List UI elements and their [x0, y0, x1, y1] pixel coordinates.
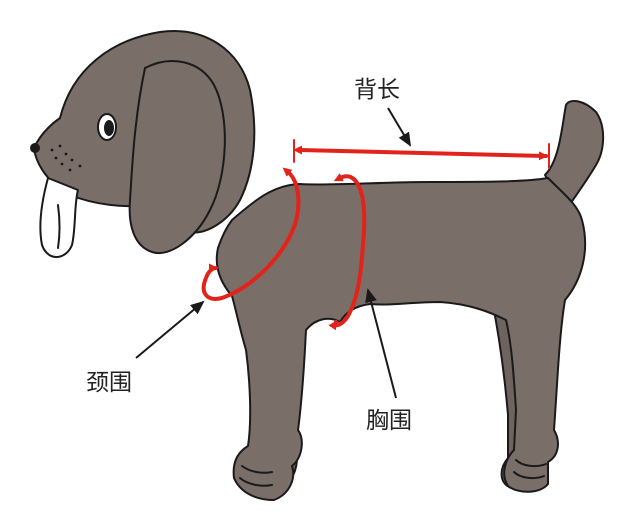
chest-girth-label: 胸围 — [366, 408, 412, 434]
dog-paw-back — [513, 459, 547, 480]
neck-girth-label: 颈围 — [86, 370, 132, 396]
measurement-lines — [201, 139, 550, 331]
back-length-line — [293, 145, 548, 161]
label-pointers — [135, 107, 412, 399]
dog-body — [215, 177, 587, 501]
dog-muzzle-dots — [50, 144, 82, 172]
neck-girth-loop — [201, 167, 301, 301]
back-length-label: 背长 — [354, 77, 400, 103]
dog-pupil — [104, 120, 114, 136]
dog-nose — [30, 143, 40, 153]
dog-paw-front — [239, 465, 273, 487]
chest-girth-loop — [328, 173, 367, 331]
dog — [30, 30, 605, 501]
dog-tail — [544, 99, 605, 211]
back-length-pointer — [387, 107, 412, 147]
dog-ear — [128, 60, 226, 255]
neck-girth-pointer — [135, 300, 205, 359]
dog-tongue-line — [57, 204, 61, 249]
chest-girth-pointer — [365, 288, 397, 399]
